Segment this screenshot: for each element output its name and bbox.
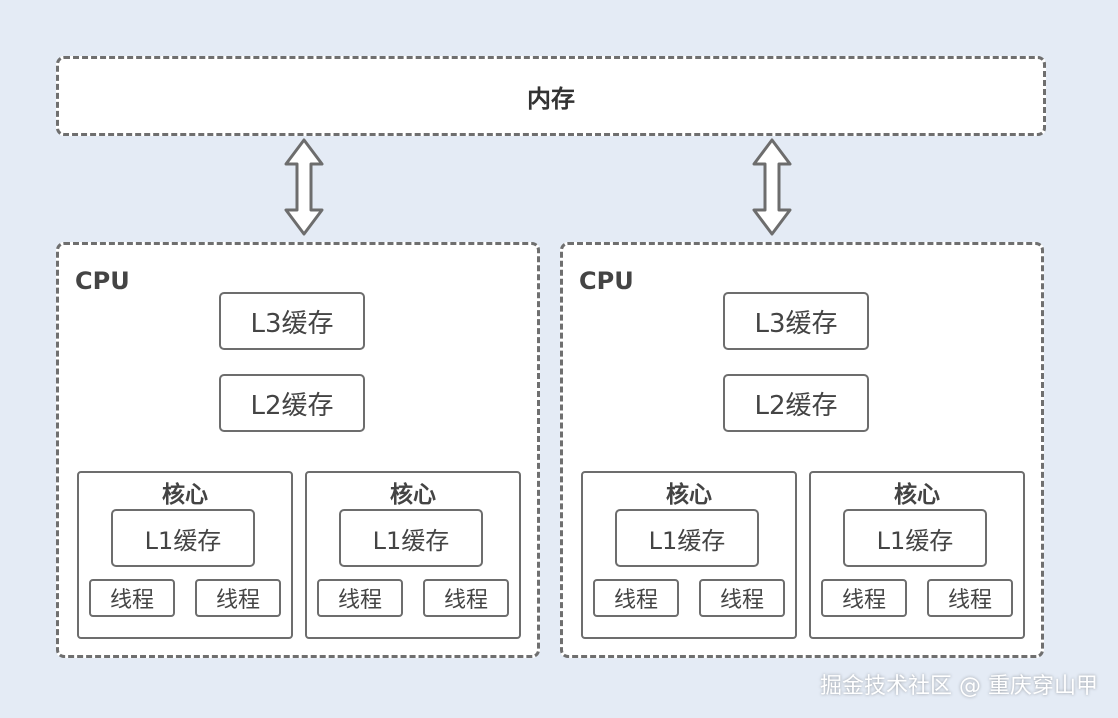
- l3-cache-label: L3缓存: [754, 308, 838, 339]
- l2-cache-box: L2缓存: [219, 374, 365, 432]
- core-box: 核心 L1缓存 线程 线程: [581, 471, 797, 639]
- thread-box: 线程: [699, 579, 785, 617]
- thread-label: 线程: [215, 588, 260, 613]
- core-label: 核心: [894, 482, 940, 508]
- l1-cache-label: L1缓存: [876, 526, 954, 555]
- thread-label: 线程: [443, 588, 488, 613]
- core-box: 核心 L1缓存 线程 线程: [809, 471, 1025, 639]
- thread-label: 线程: [613, 588, 658, 613]
- core-box: 核心 L1缓存 线程 线程: [305, 471, 521, 639]
- l2-cache-box: L2缓存: [723, 374, 869, 432]
- l1-cache-label: L1缓存: [144, 526, 222, 555]
- thread-box: 线程: [89, 579, 175, 617]
- thread-box: 线程: [593, 579, 679, 617]
- thread-box: 线程: [423, 579, 509, 617]
- memory-label: 内存: [527, 84, 575, 113]
- cpu-label: CPU: [75, 267, 130, 295]
- core-box: 核心 L1缓存 线程 线程: [77, 471, 293, 639]
- thread-label: 线程: [947, 588, 992, 613]
- core-label: 核心: [162, 482, 208, 508]
- thread-box: 线程: [195, 579, 281, 617]
- l1-cache-box: L1缓存: [339, 509, 483, 567]
- l3-cache-label: L3缓存: [250, 308, 334, 339]
- cpu-box: CPU L3缓存 L2缓存 核心 L1缓存 线程 线程 核心 L1缓存: [560, 242, 1044, 658]
- thread-box: 线程: [317, 579, 403, 617]
- l1-cache-box: L1缓存: [615, 509, 759, 567]
- core-label: 核心: [666, 482, 712, 508]
- l1-cache-box: L1缓存: [111, 509, 255, 567]
- thread-box: 线程: [927, 579, 1013, 617]
- memory-box: 内存: [56, 56, 1046, 136]
- l2-cache-label: L2缓存: [754, 390, 838, 421]
- l2-cache-label: L2缓存: [250, 390, 334, 421]
- watermark: 掘金技术社区 @ 重庆穿山甲: [820, 674, 1098, 699]
- double-arrow-icon: [284, 138, 324, 236]
- thread-label: 线程: [719, 588, 764, 613]
- double-arrow-icon: [752, 138, 792, 236]
- cpu-label: CPU: [579, 267, 634, 295]
- core-label: 核心: [390, 482, 436, 508]
- cpu-box: CPU L3缓存 L2缓存 核心 L1缓存 线程 线程 核心 L1缓存: [56, 242, 540, 658]
- l3-cache-box: L3缓存: [723, 292, 869, 350]
- l1-cache-box: L1缓存: [843, 509, 987, 567]
- thread-label: 线程: [109, 588, 154, 613]
- thread-label: 线程: [841, 588, 886, 613]
- thread-label: 线程: [337, 588, 382, 613]
- l1-cache-label: L1缓存: [372, 526, 450, 555]
- thread-box: 线程: [821, 579, 907, 617]
- l1-cache-label: L1缓存: [648, 526, 726, 555]
- l3-cache-box: L3缓存: [219, 292, 365, 350]
